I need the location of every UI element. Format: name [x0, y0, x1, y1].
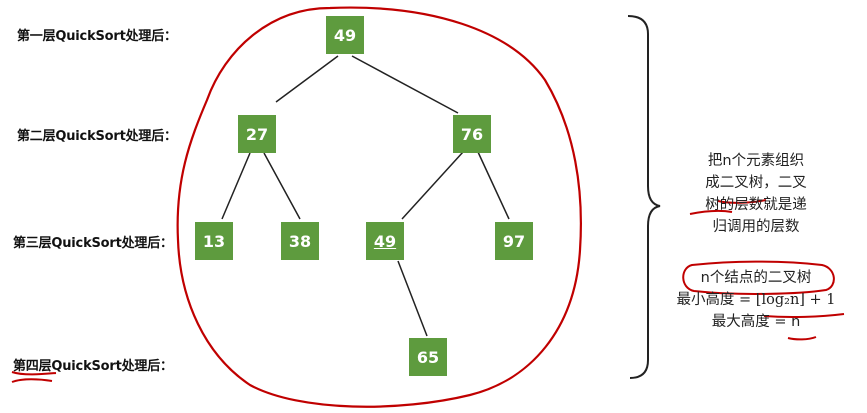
edge-27-13 [221, 152, 251, 220]
edge-49-27 [275, 55, 339, 103]
red-underline-log [763, 313, 845, 319]
edge-76-97 [477, 151, 510, 220]
edge-49-76 [351, 55, 459, 114]
node-49-pivot: 49 [366, 222, 404, 260]
note-min-height: 最小高度 = ⌊log₂n⌋ + 1 [676, 292, 836, 308]
note-line-4: 归调用的层数 [712, 219, 800, 235]
node-76: 76 [453, 115, 491, 153]
edge-27-38 [263, 152, 301, 220]
note-line-3: 树的层数就是递 [705, 197, 807, 213]
curly-brace [627, 15, 661, 379]
edge-76-49 [401, 151, 464, 220]
red-underline-n [787, 336, 817, 341]
red-mark-level4 [11, 371, 57, 383]
note-line-2: 成二叉树，二叉 [705, 175, 807, 191]
note-recursion-depth: 把n个元素组织 成二叉树，二叉 树的层数就是递 归调用的层数 [656, 150, 856, 238]
level-label-4: 第四层QuickSort处理后： [13, 359, 173, 374]
note-tree-title: n个结点的二叉树 [700, 270, 812, 286]
red-hand-drawn-circle [176, 6, 582, 408]
node-13: 13 [195, 222, 233, 260]
red-underline-levels [689, 209, 733, 215]
note-line-1: 把n个元素组织 [707, 153, 805, 169]
red-underline-binary-tree [717, 199, 767, 204]
node-38: 38 [281, 222, 319, 260]
red-ellipse-title [682, 260, 835, 295]
node-root-49: 49 [326, 16, 364, 54]
note-tree-height: n个结点的二叉树 最小高度 = ⌊log₂n⌋ + 1 最大高度 = n [656, 267, 856, 333]
level-label-1: 第一层QuickSort处理后： [17, 29, 177, 44]
level-label-3: 第三层QuickSort处理后： [13, 236, 173, 251]
node-27: 27 [238, 115, 276, 153]
edge-49-65 [397, 260, 428, 337]
node-97: 97 [495, 222, 533, 260]
level-label-2: 第二层QuickSort处理后： [17, 129, 177, 144]
node-65: 65 [409, 338, 447, 376]
note-max-height: 最大高度 = n [711, 314, 801, 330]
